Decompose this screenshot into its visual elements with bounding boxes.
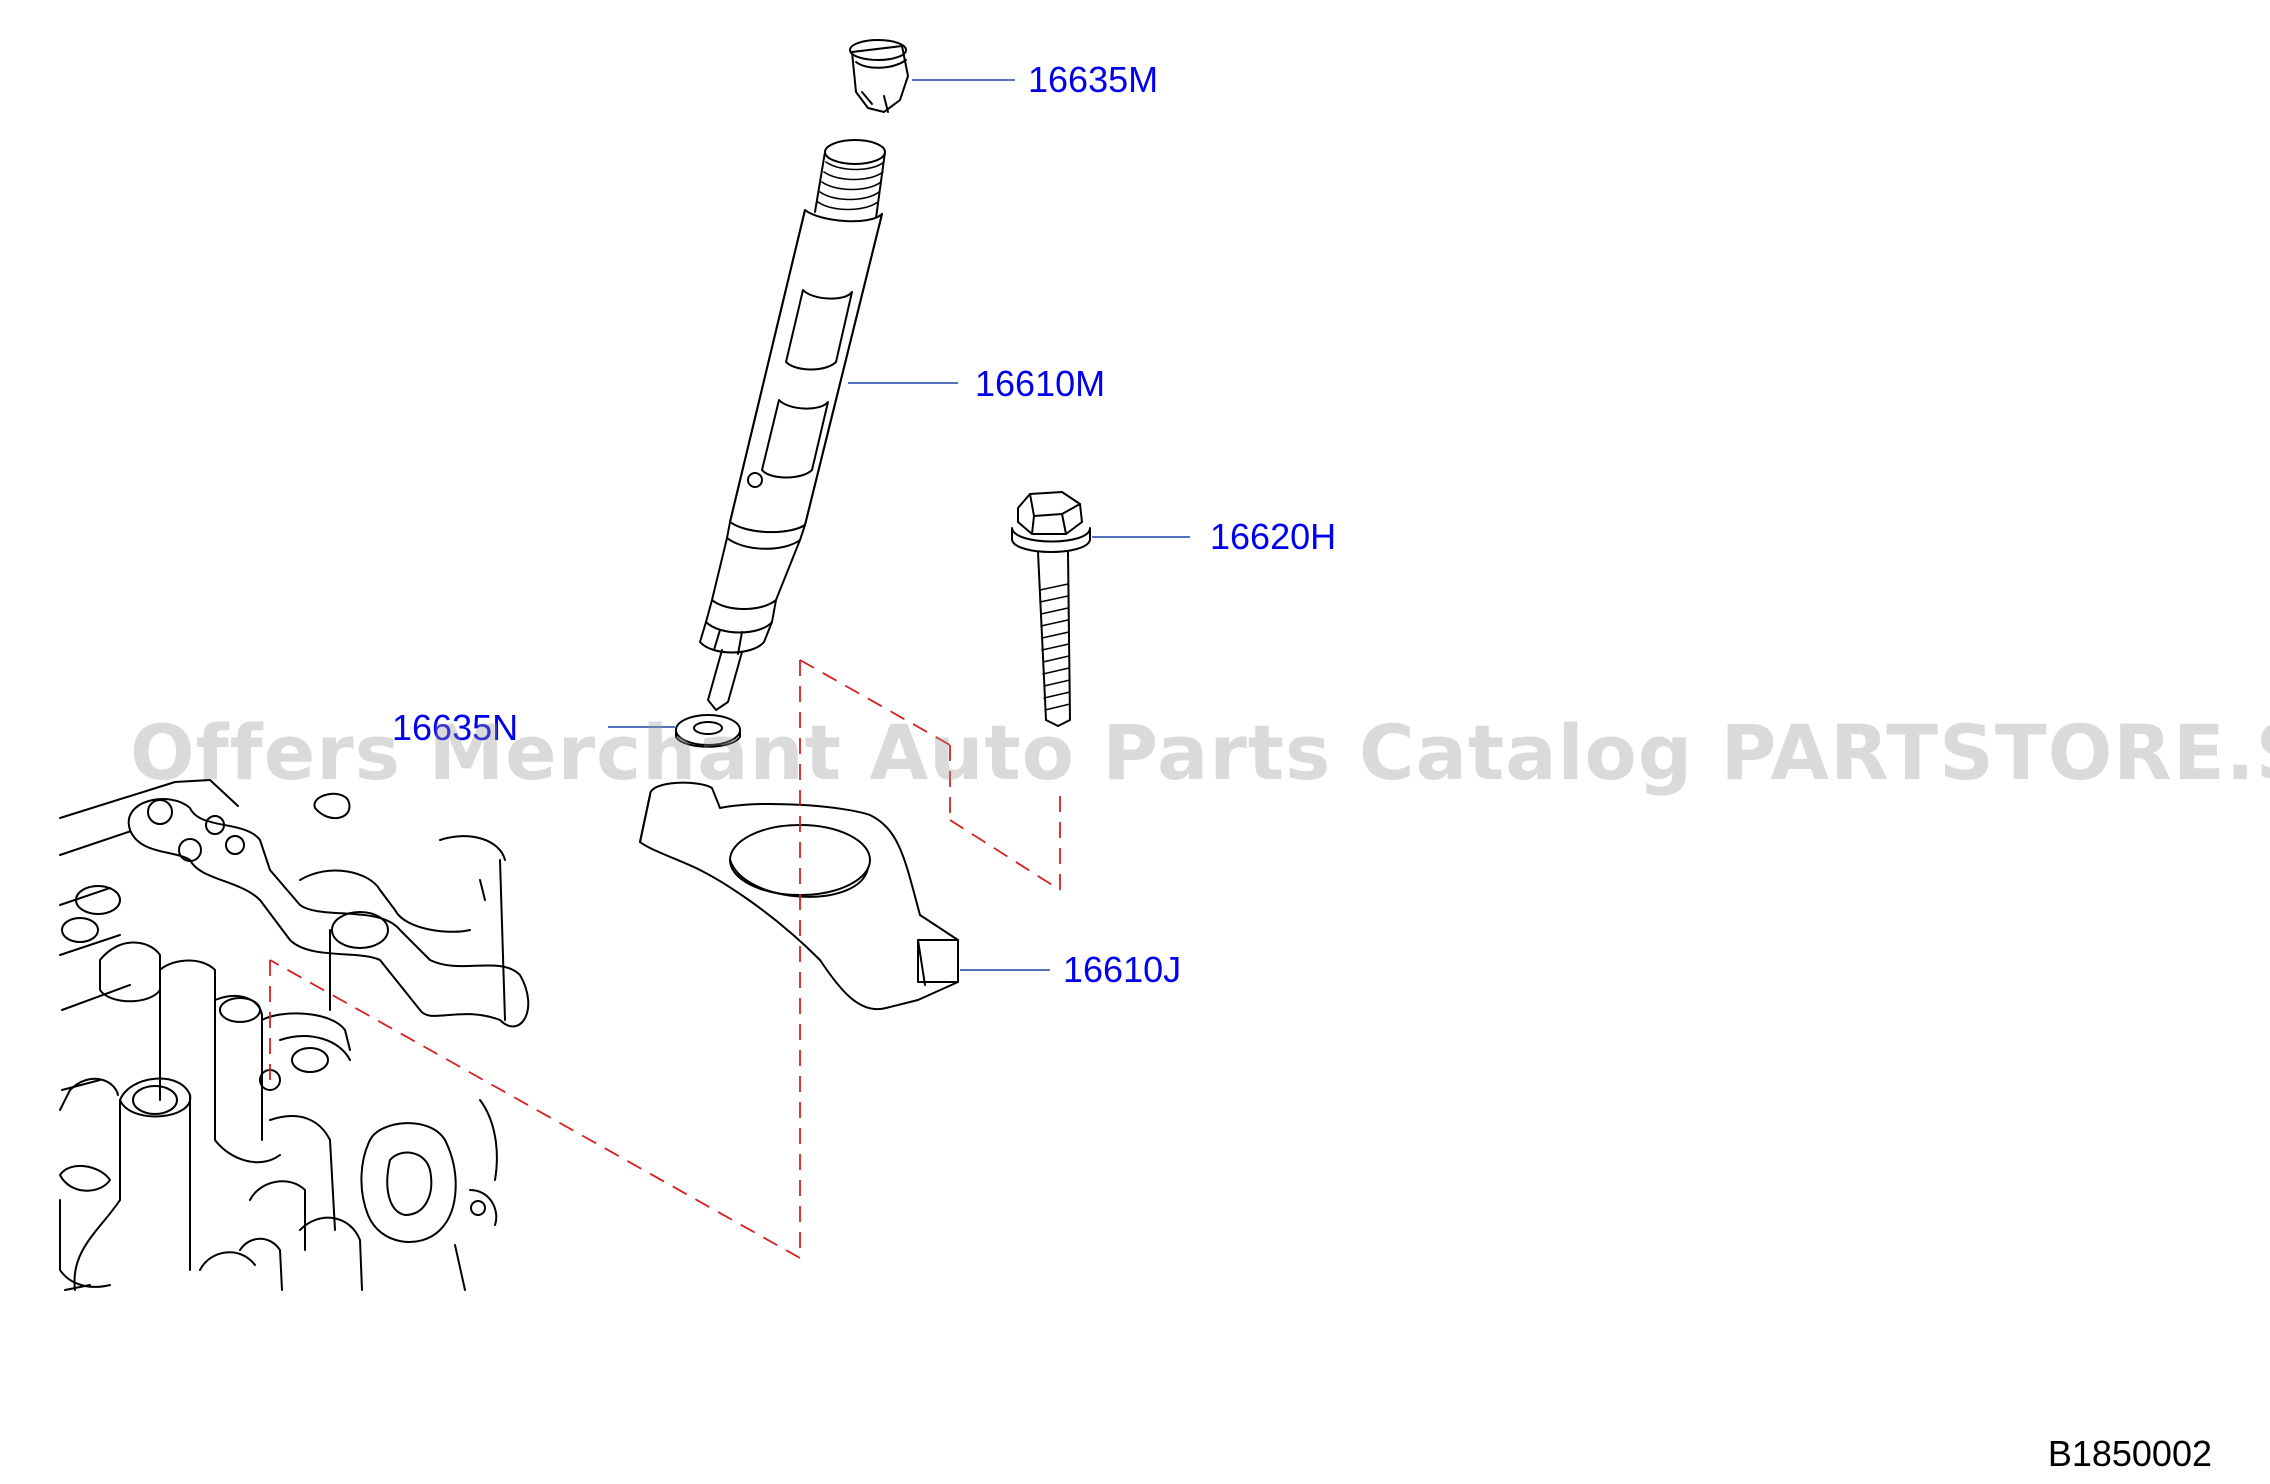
injector-drawing	[699, 139, 886, 711]
watermark-text: Offers Merchant Auto Parts Catalog PARTS…	[130, 708, 2270, 797]
part-label-16635n[interactable]: 16635N	[392, 707, 519, 748]
bolt-drawing	[1011, 491, 1091, 727]
dashed-guide-lines	[269, 659, 1061, 1259]
part-label-16620h[interactable]: 16620H	[1210, 516, 1337, 557]
clamp-drawing	[639, 781, 959, 1011]
diagram-code: B1850002	[2047, 1433, 2212, 1474]
leader-lines	[608, 79, 1190, 971]
part-label-16610m[interactable]: 16610M	[975, 363, 1106, 404]
sleeve-cap-drawing	[849, 39, 909, 113]
washer-drawing	[675, 714, 741, 748]
part-label-16635m[interactable]: 16635M	[1028, 59, 1159, 100]
cylinder-head-drawing	[59, 779, 530, 1291]
part-label-16610j[interactable]: 16610J	[1063, 949, 1182, 990]
